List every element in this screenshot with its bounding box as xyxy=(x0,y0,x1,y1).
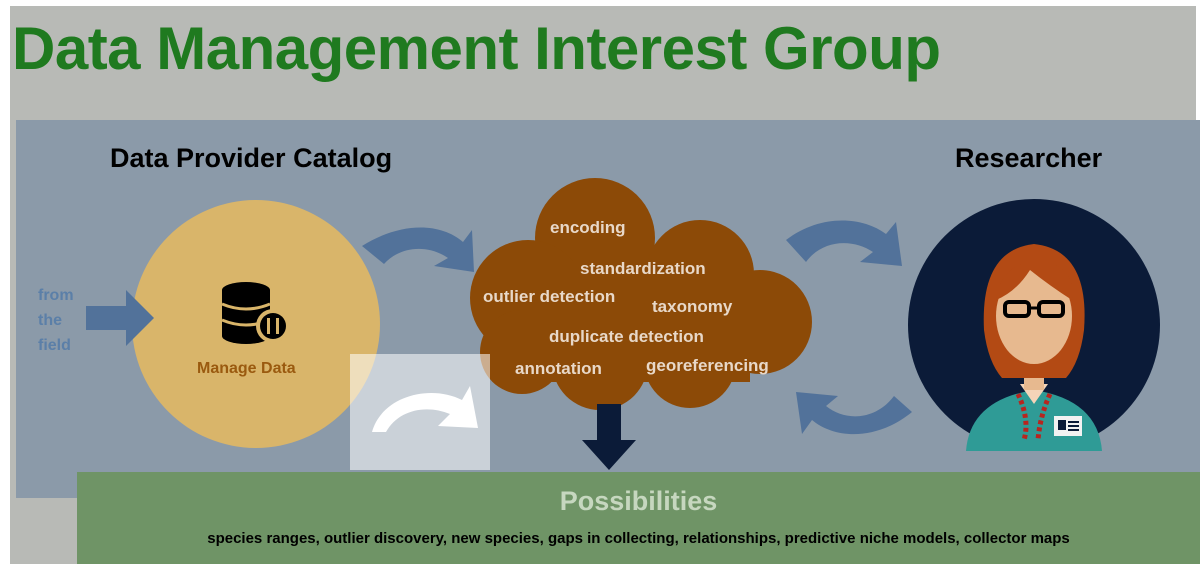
arrow-to-possibilities xyxy=(582,404,636,470)
provider-heading: Data Provider Catalog xyxy=(110,143,393,173)
researcher-heading: Researcher xyxy=(955,143,1103,173)
processing-cloud xyxy=(470,178,812,410)
term-duplicate-detection: duplicate detection xyxy=(549,327,704,346)
manage-data-label: Manage Data xyxy=(197,360,296,377)
refresh-arrow xyxy=(372,386,478,432)
term-annotation: annotation xyxy=(515,359,602,378)
term-standardization: standardization xyxy=(580,259,706,278)
possibilities-list: species ranges, outlier discovery, new s… xyxy=(207,530,1070,547)
input-label-line: field xyxy=(38,337,71,354)
input-label-line: from xyxy=(38,287,74,304)
page-title: Data Management Interest Group xyxy=(12,15,941,82)
input-label-line: the xyxy=(38,312,62,329)
arrow-feedback xyxy=(796,392,912,435)
arrow-to-researcher xyxy=(786,220,902,266)
arrow-to-cloud xyxy=(362,227,474,272)
possibilities-title: Possibilities xyxy=(559,486,718,516)
term-taxonomy: taxonomy xyxy=(652,297,733,316)
input-label: from the field xyxy=(38,283,74,358)
term-outlier-detection: outlier detection xyxy=(483,287,616,306)
database-wrench-icon xyxy=(221,282,290,344)
term-georeferencing: georeferencing xyxy=(646,356,769,375)
id-badge-icon xyxy=(1054,416,1082,436)
possibilities-box: Possibilities species ranges, outlier di… xyxy=(77,472,1200,564)
term-encoding: encoding xyxy=(550,218,626,237)
field-input-arrow xyxy=(86,290,154,346)
